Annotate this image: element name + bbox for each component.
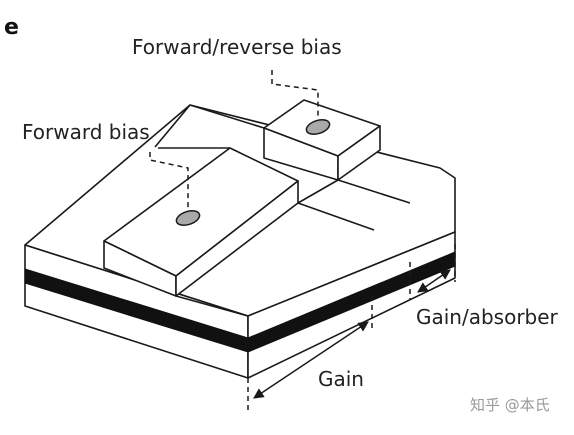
trench-edge-right (297, 202, 375, 231)
absorber-contact (305, 119, 331, 135)
forward-bias-label: Forward bias (22, 120, 150, 144)
watermark-text: 知乎 @本氏 (470, 396, 550, 414)
forward-reverse-bias-label: Forward/reverse bias (132, 35, 342, 59)
absorber-ridge-side (337, 125, 381, 181)
absorber-step-left (189, 104, 265, 129)
gain-dimension-arrow (253, 321, 369, 399)
forward-bias-leader (149, 152, 189, 208)
gain-contact (175, 210, 201, 226)
gain-ridge (103, 147, 299, 297)
trench-edge-left (154, 104, 191, 148)
gain-absorber-dimension-arrow (417, 269, 451, 293)
panel-letter: e (4, 15, 19, 40)
forward-reverse-bias-leader (271, 70, 319, 117)
trench-edge-front (175, 295, 249, 317)
gain-absorber-label: Gain/absorber (416, 305, 559, 329)
gain-label: Gain (318, 367, 364, 391)
